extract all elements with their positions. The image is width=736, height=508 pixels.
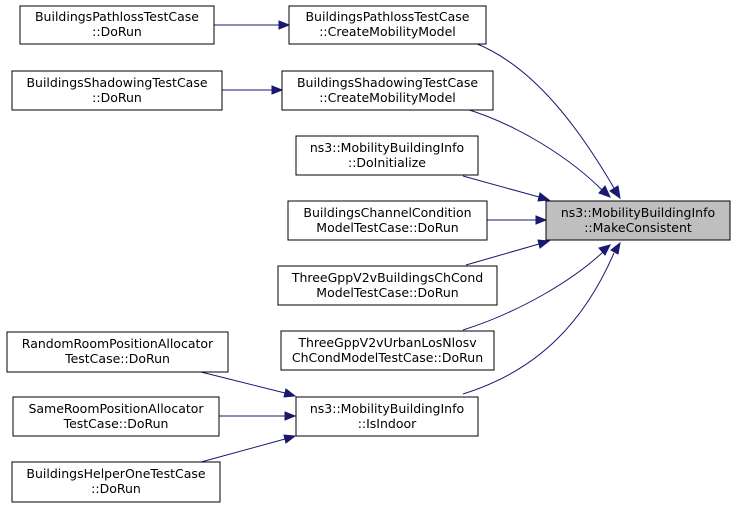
node-same-room[interactable]: SameRoomPositionAllocator TestCase::DoRu… — [12, 396, 220, 437]
node-tgpp-urban[interactable]: ThreeGppV2vUrbanLosNlosv ChCondModelTest… — [280, 330, 495, 371]
node-bp-dorun[interactable]: BuildingsPathlossTestCase ::DoRun — [19, 5, 215, 45]
edges — [200, 20, 621, 463]
node-bs-dorun-line1: BuildingsShadowingTestCase — [26, 75, 207, 90]
node-bs-dorun[interactable]: BuildingsShadowingTestCase ::DoRun — [11, 70, 223, 111]
node-random-room-line2: TestCase::DoRun — [64, 351, 170, 366]
node-bp-create-line1: BuildingsPathlossTestCase — [305, 9, 469, 24]
node-bcc-line1: BuildingsChannelCondition — [303, 205, 471, 220]
edge-tgpp-urban-to-make-consistent — [462, 244, 611, 331]
edge-bp-create-to-make-consistent — [474, 42, 621, 200]
node-tgpp-bld[interactable]: ThreeGppV2vBuildingsChCond ModelTestCase… — [277, 265, 498, 306]
node-bs-create-line1: BuildingsShadowingTestCase — [297, 75, 478, 90]
edge-same-room-to-isindoor — [219, 411, 297, 421]
edge-bs-dorun-to-bs-create — [222, 85, 284, 95]
node-bp-dorun-line2: ::DoRun — [92, 24, 142, 39]
edge-helper-one-to-isindoor — [200, 434, 297, 463]
node-tgpp-bld-line1: ThreeGppV2vBuildingsChCond — [291, 270, 483, 285]
node-tgpp-urban-line1: ThreeGppV2vUrbanLosNlosv — [297, 335, 477, 350]
node-bcc[interactable]: BuildingsChannelCondition ModelTestCase:… — [287, 200, 488, 241]
node-isindoor[interactable]: ns3::MobilityBuildingInfo ::IsIndoor — [295, 396, 479, 437]
node-doinit[interactable]: ns3::MobilityBuildingInfo ::DoInitialize — [295, 135, 479, 176]
node-same-room-line1: SameRoomPositionAllocator — [28, 401, 204, 416]
edge-isindoor-to-make-consistent — [462, 241, 621, 395]
edge-bcc-to-make-consistent — [487, 215, 548, 225]
node-doinit-line2: ::DoInitialize — [348, 155, 426, 170]
node-tgpp-bld-line2: ModelTestCase::DoRun — [316, 285, 458, 300]
node-random-room-line1: RandomRoomPositionAllocator — [22, 336, 214, 351]
node-same-room-line2: TestCase::DoRun — [63, 416, 169, 431]
node-doinit-line1: ns3::MobilityBuildingInfo — [310, 140, 464, 155]
edge-bp-dorun-to-bp-create — [214, 20, 291, 30]
node-isindoor-line1: ns3::MobilityBuildingInfo — [310, 401, 464, 416]
node-bs-dorun-line2: ::DoRun — [92, 90, 142, 105]
node-bp-create-line2: ::CreateMobilityModel — [319, 24, 456, 39]
node-make-consistent-line2: ::MakeConsistent — [584, 220, 692, 235]
node-helper-one[interactable]: BuildingsHelperOneTestCase ::DoRun — [11, 461, 221, 503]
node-helper-one-line2: ::DoRun — [91, 481, 141, 496]
node-bs-create-line2: ::CreateMobilityModel — [319, 90, 456, 105]
node-bp-dorun-line1: BuildingsPathlossTestCase — [35, 9, 199, 24]
node-helper-one-line1: BuildingsHelperOneTestCase — [26, 466, 206, 481]
node-bcc-line2: ModelTestCase::DoRun — [316, 220, 458, 235]
node-tgpp-urban-line2: ChCondModelTestCase::DoRun — [292, 350, 483, 365]
edge-random-room-to-isindoor — [200, 371, 297, 398]
node-isindoor-line2: ::IsIndoor — [358, 416, 417, 431]
edge-bs-create-to-make-consistent — [462, 107, 611, 198]
edge-doinit-to-make-consistent — [462, 175, 551, 202]
node-make-consistent[interactable]: ns3::MobilityBuildingInfo ::MakeConsiste… — [545, 200, 731, 241]
node-random-room[interactable]: RandomRoomPositionAllocator TestCase::Do… — [6, 331, 229, 373]
edge-tgpp-bld-to-make-consistent — [465, 239, 551, 266]
node-bs-create[interactable]: BuildingsShadowingTestCase ::CreateMobil… — [281, 70, 494, 111]
node-bp-create[interactable]: BuildingsPathlossTestCase ::CreateMobili… — [288, 5, 487, 45]
node-make-consistent-line1: ns3::MobilityBuildingInfo — [561, 205, 715, 220]
nodes: ns3::MobilityBuildingInfo ::MakeConsiste… — [6, 5, 731, 503]
